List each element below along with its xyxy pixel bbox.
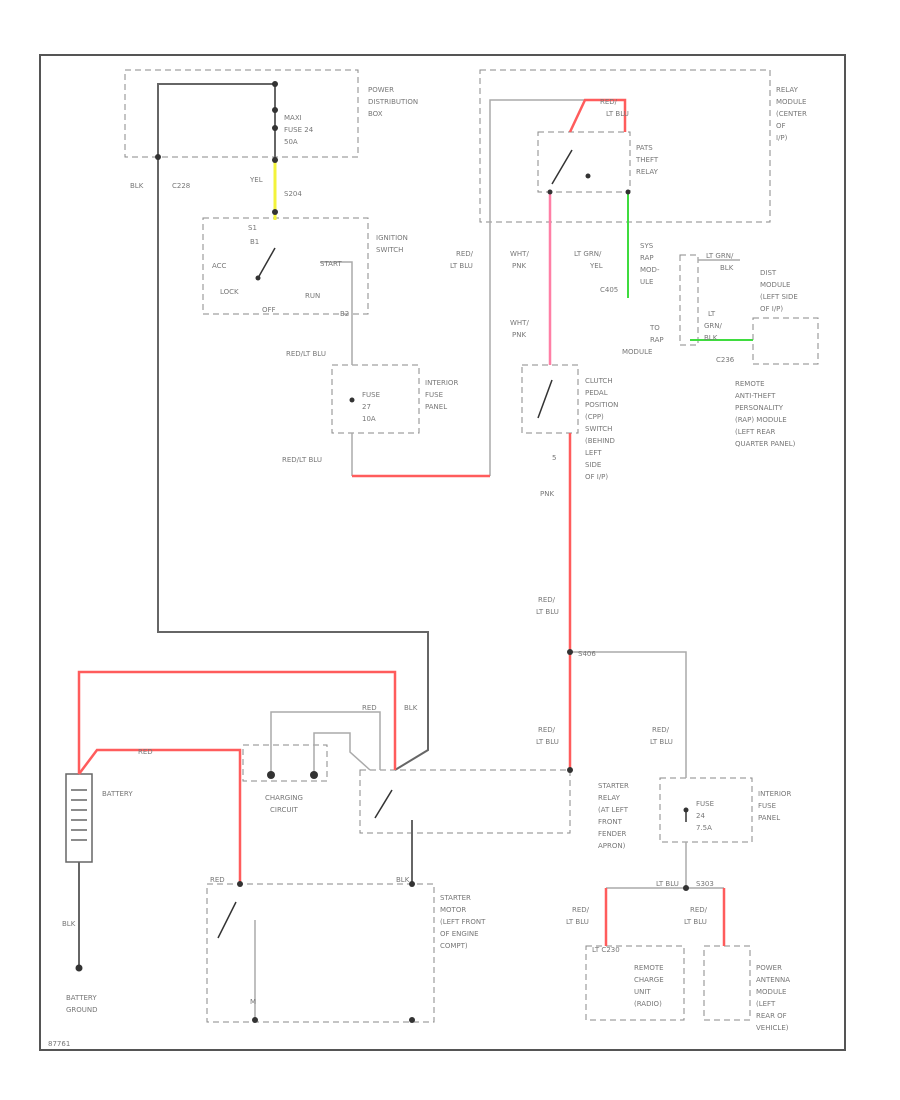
starter-motor-contact bbox=[217, 901, 237, 939]
fuse-27-outline bbox=[331, 364, 420, 434]
clutch-switch-contact bbox=[537, 379, 553, 419]
wire-label-c230: LT C230 bbox=[592, 946, 620, 954]
remote-pats-outline bbox=[752, 317, 819, 365]
wire-blk-main bbox=[157, 157, 429, 771]
wire-charging-2 bbox=[313, 732, 371, 775]
wire-label-c228: C228 bbox=[172, 182, 190, 190]
label-clutch-switch: CLUTCH PEDAL POSITION (CPP) SWITCH (BEHI… bbox=[585, 377, 621, 481]
wire-label-pats-pnk-2: WHT/ PNK bbox=[510, 319, 531, 339]
label-remote-charge: REMOTE CHARGE UNIT (RADIO) bbox=[634, 964, 666, 1008]
wire-label-red-relay: RED bbox=[362, 704, 377, 712]
label-maxi-fuse: MAXI FUSE 24 50A bbox=[284, 114, 315, 146]
wire-label-red-motor: RED bbox=[210, 876, 225, 884]
diagram-frame bbox=[39, 54, 846, 1051]
label-charging-circuit: CHARGING CIRCUIT bbox=[265, 794, 305, 814]
wire-s406-branch bbox=[570, 651, 687, 778]
pats-relay-switch bbox=[551, 149, 573, 185]
label-ignition-switch: IGNITION SWITCH bbox=[376, 234, 410, 254]
wire-power-feed bbox=[157, 83, 276, 157]
battery-body bbox=[65, 773, 93, 863]
label-battery-ground: BATTERY GROUND bbox=[66, 994, 99, 1014]
label-starter-relay: STARTER RELAY (AT LEFT FRONT FENDER APRO… bbox=[598, 782, 631, 850]
ignition-switch-contact bbox=[257, 247, 276, 279]
wire-label-red-lt-blu-a: RED/ LT BLU bbox=[450, 250, 475, 270]
label-dist-module: DIST MODULE (LEFT SIDE OF I/P) bbox=[760, 269, 800, 313]
label-starter-motor: STARTER MOTOR (LEFT FRONT OF ENGINE COMP… bbox=[440, 894, 488, 950]
wire-label-red-lt-blu-e: RED/ LT BLU bbox=[536, 726, 559, 746]
wire-red-batt-motor bbox=[78, 748, 242, 884]
wire-label-red-top: RED/ LT BLU bbox=[600, 98, 629, 118]
junction-dots bbox=[75, 81, 689, 1023]
label-pats-relay: PATS THEFT RELAY bbox=[635, 144, 660, 176]
label-start: START bbox=[320, 260, 342, 268]
wire-red-batt-top bbox=[77, 670, 397, 774]
label-b2: B2 bbox=[340, 310, 349, 318]
wire-ign-to-fuse27 bbox=[320, 261, 353, 365]
label-run: RUN bbox=[305, 292, 320, 300]
label-power-antenna: POWER ANTENNA MODULE (LEFT REAR OF VEHIC… bbox=[756, 964, 792, 1032]
remote-charge-outline bbox=[585, 945, 685, 1021]
label-acc: ACC bbox=[212, 262, 227, 270]
label-b1: B1 bbox=[250, 238, 259, 246]
wire-label-to-rap: TO RAP MODULE bbox=[622, 324, 666, 356]
wire-label-c236: C236 bbox=[716, 356, 735, 364]
pats-relay-outline bbox=[537, 131, 631, 193]
relay-module-outline bbox=[479, 69, 771, 223]
wire-label-red-lt-blu-g: RED/ LT BLU bbox=[566, 906, 591, 926]
wire-label-m: M bbox=[250, 998, 256, 1006]
label-s1: S1 bbox=[248, 224, 257, 232]
wire-label-five: 5 bbox=[552, 454, 556, 462]
label-interior-fuse-panel-2: INTERIOR FUSE PANEL bbox=[758, 790, 794, 822]
wire-label-s204: S204 bbox=[284, 190, 302, 198]
dist-module-outline bbox=[679, 254, 699, 346]
label-battery: BATTERY bbox=[102, 790, 133, 798]
wire-label-lt-blu-bottom: LT BLU bbox=[656, 880, 679, 888]
label-relay-module: RELAY MODULE (CENTER OF I/P) bbox=[776, 86, 809, 142]
wire-label-sys-module: SYS RAP MOD- ULE bbox=[640, 242, 662, 286]
wire-label-pats-pnk: WHT/ PNK bbox=[510, 250, 531, 270]
label-off: OFF bbox=[262, 306, 276, 314]
wire-label-blk-batt: BLK bbox=[62, 920, 76, 928]
label-lock: LOCK bbox=[220, 288, 239, 296]
label-interior-fuse-panel-1: INTERIOR FUSE PANEL bbox=[425, 379, 461, 411]
wire-red-pats-top bbox=[568, 98, 627, 133]
label-fuse-27: FUSE 27 10A bbox=[362, 391, 382, 423]
wire-label-red-lt-blu-f: RED/ LT BLU bbox=[650, 726, 673, 746]
wire-charging-1 bbox=[270, 711, 381, 775]
wire-label-red-lt-blu-b: RED/LT BLU bbox=[286, 350, 326, 358]
wire-label-lt-grn-blk: LT GRN/ BLK bbox=[706, 252, 736, 272]
label-fuse-24: FUSE 24 7.5A bbox=[696, 800, 716, 832]
wire-label-c405: C405 bbox=[600, 286, 618, 294]
wire-label-yel: YEL bbox=[249, 176, 263, 184]
wire-relay-module-feed bbox=[489, 99, 585, 476]
wire-label-red-lt-blu-h: RED/ LT BLU bbox=[684, 906, 709, 926]
clutch-switch-outline bbox=[521, 364, 579, 434]
wire-label-blk-motor: BLK bbox=[396, 876, 410, 884]
fuse-24-outline bbox=[659, 777, 753, 843]
wire-label-s406: S406 bbox=[578, 650, 596, 658]
starter-motor-outline bbox=[206, 883, 435, 1023]
label-remote-pats: REMOTE ANTI-THEFT PERSONALITY (RAP) MODU… bbox=[735, 380, 796, 448]
wire-label-red-batt: RED bbox=[138, 748, 153, 756]
battery-cells bbox=[71, 789, 87, 841]
wire-label-pnk: PNK bbox=[540, 490, 554, 498]
wire-label-lt-grn-yel: LT GRN/ YEL bbox=[574, 250, 604, 270]
starter-relay-contact bbox=[374, 789, 393, 819]
label-power-distribution-box: POWER DISTRIBUTION BOX bbox=[368, 86, 420, 118]
wire-label-blk-relay: BLK bbox=[404, 704, 418, 712]
starter-relay-outline bbox=[359, 769, 571, 834]
wire-label-red-lt-blu-c: RED/LT BLU bbox=[282, 456, 322, 464]
wire-label-s303: S303 bbox=[696, 880, 714, 888]
power-antenna-outline bbox=[703, 945, 751, 1021]
wire-label-blk-left: BLK bbox=[130, 182, 144, 190]
diagram-id: 87761 bbox=[48, 1040, 70, 1048]
charging-outline bbox=[242, 744, 328, 782]
wire-label-lt-grn-2: LT GRN/ BLK bbox=[704, 310, 724, 342]
wire-label-red-lt-blu-d: RED/ LT BLU bbox=[536, 596, 559, 616]
ignition-switch-outline bbox=[202, 217, 369, 315]
